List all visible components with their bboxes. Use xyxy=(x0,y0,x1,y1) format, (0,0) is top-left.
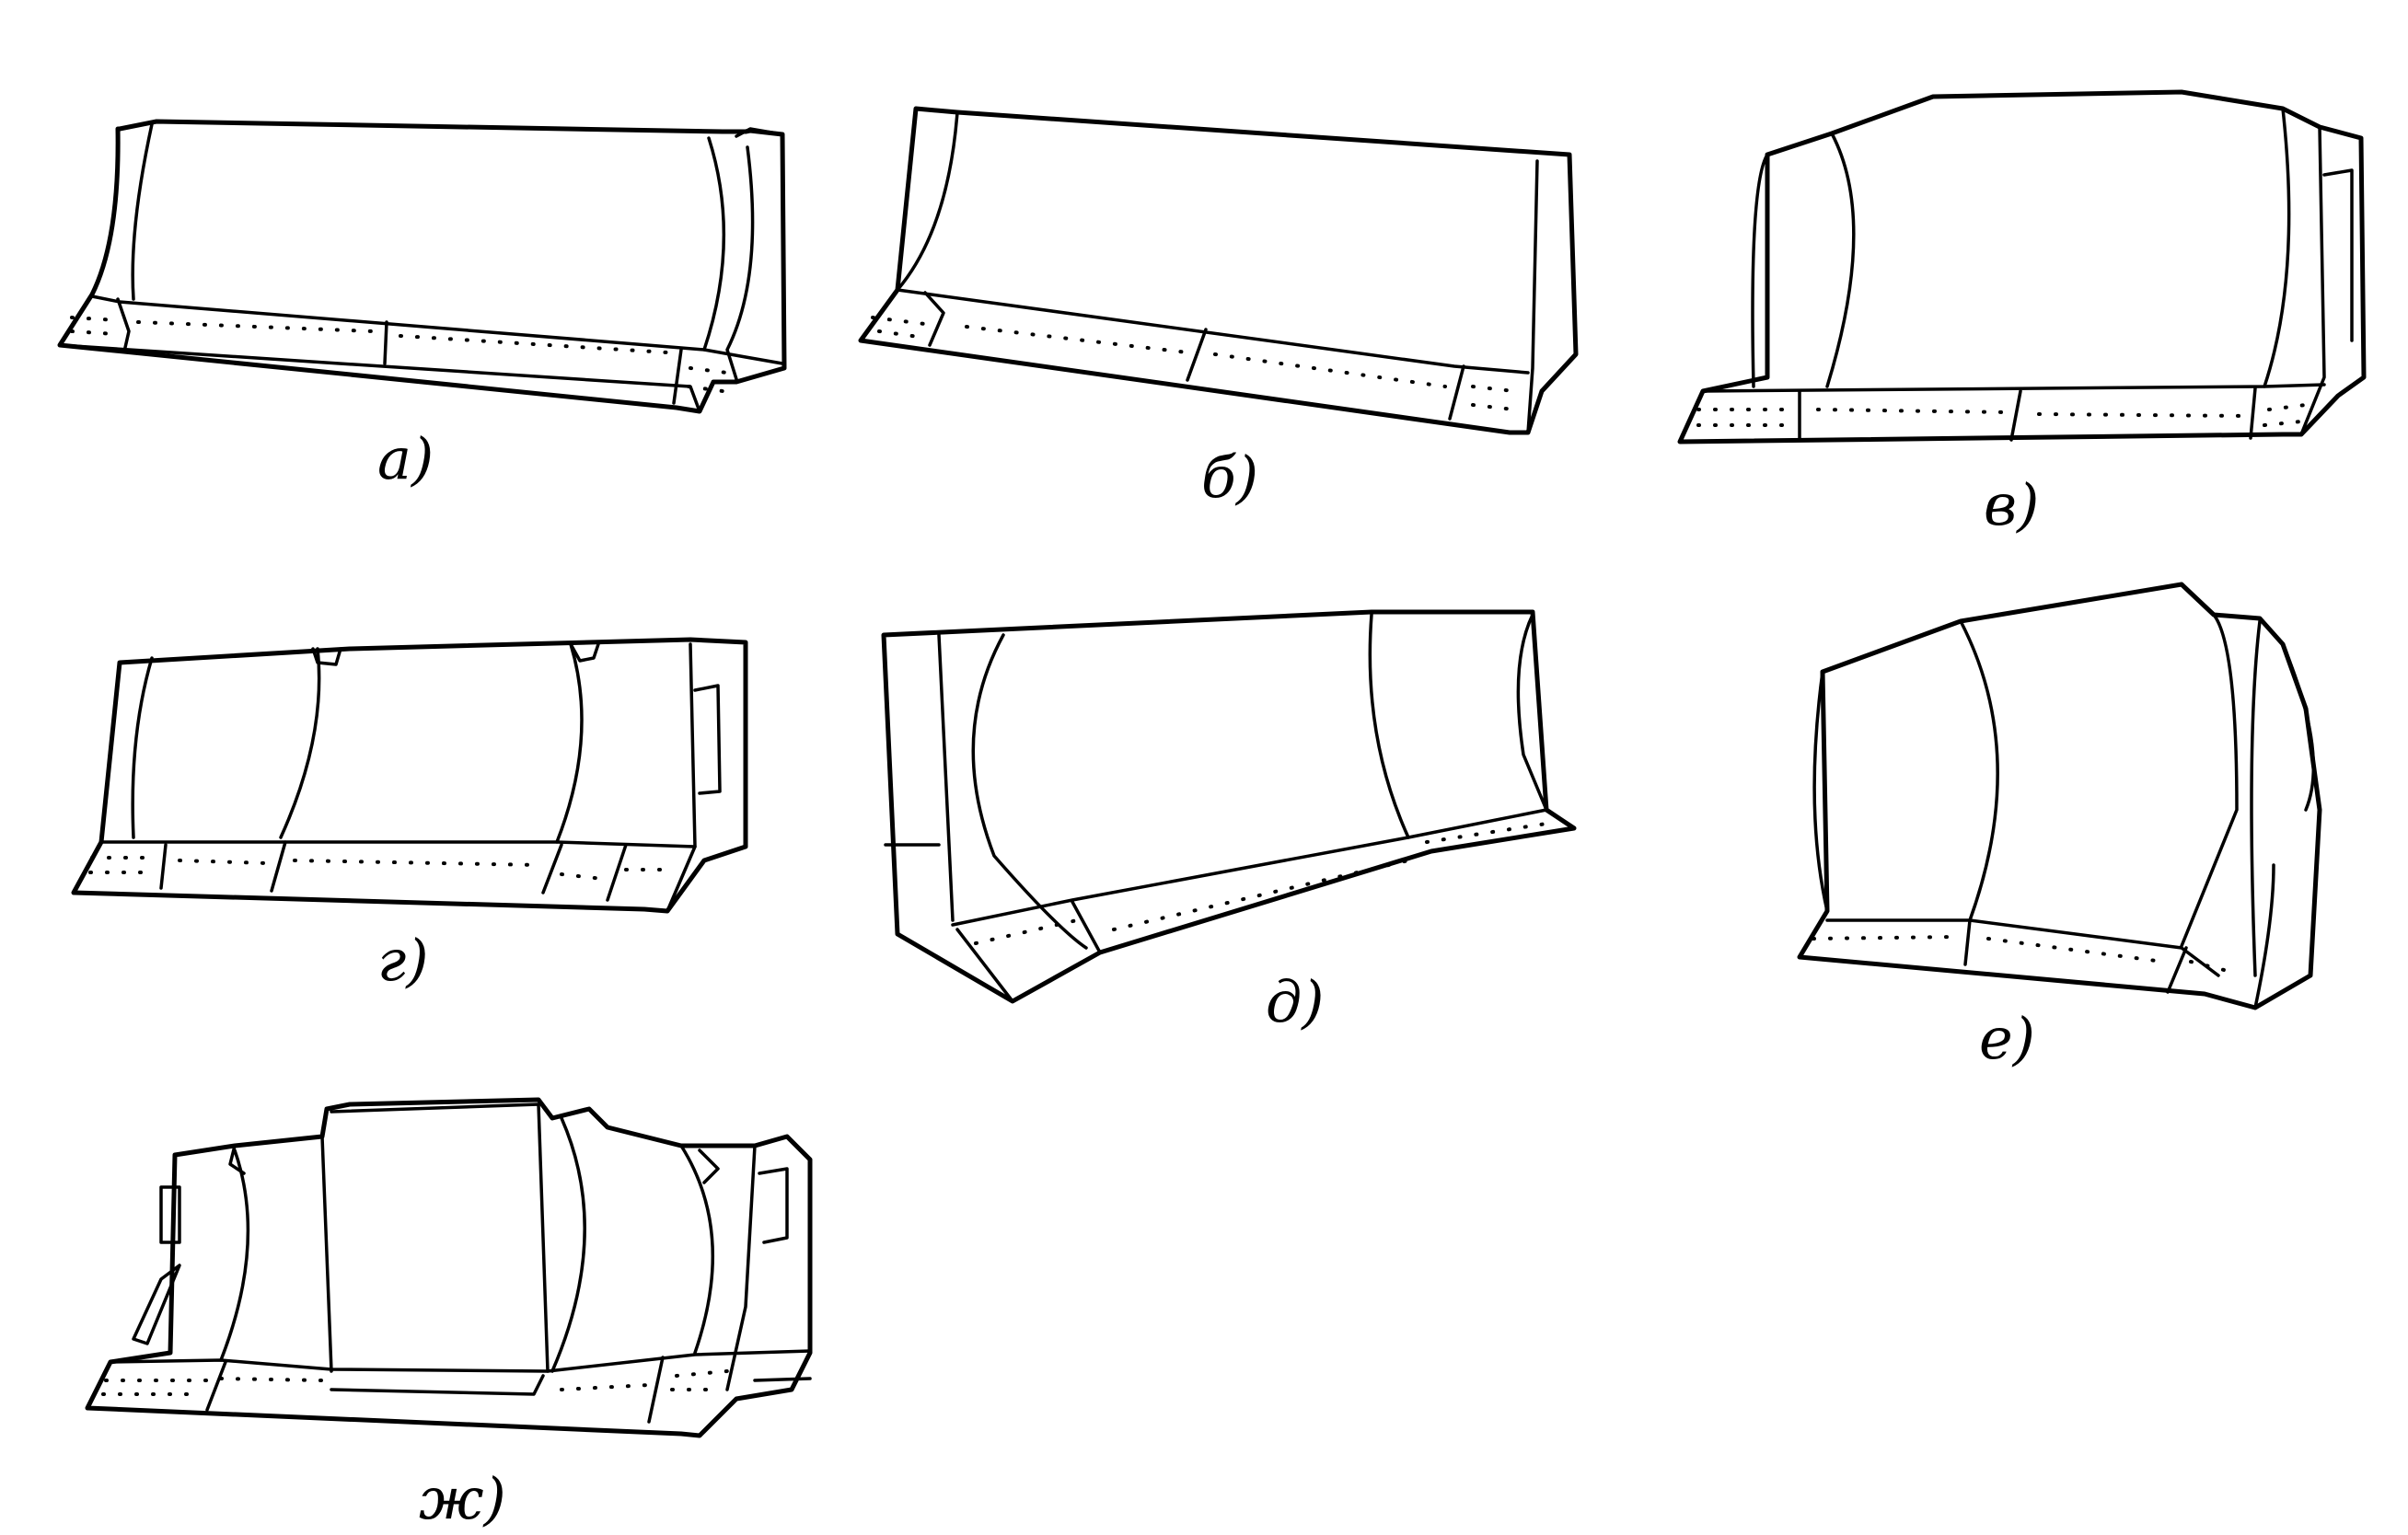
blade-v-drawing xyxy=(1677,89,2367,444)
caption-a: а) xyxy=(377,425,434,492)
blade-a-drawing xyxy=(57,119,787,414)
blade-d-drawing xyxy=(881,609,1577,1004)
caption-zh: ж) xyxy=(419,1465,506,1532)
caption-v: в) xyxy=(1984,471,2039,538)
blade-e-drawing xyxy=(1797,582,2322,1010)
blade-g-drawing xyxy=(71,637,748,914)
caption-b: б) xyxy=(1201,444,1258,511)
blade-b-drawing xyxy=(858,106,1579,435)
caption-e: е) xyxy=(1979,1005,2035,1072)
caption-d: д) xyxy=(1266,968,1324,1035)
caption-g: г) xyxy=(377,927,429,994)
blade-zh-drawing xyxy=(85,1097,813,1438)
